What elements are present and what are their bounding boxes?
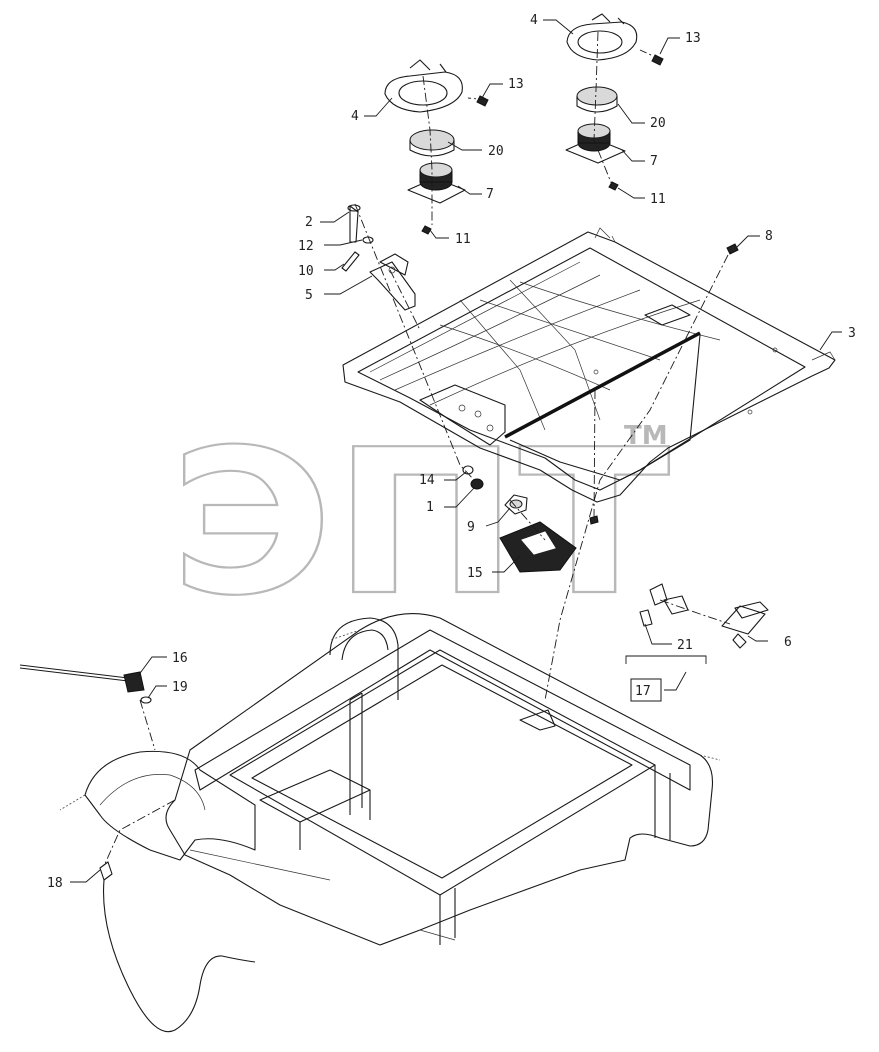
speaker-group-left: [384, 59, 489, 235]
callout-17: 17: [635, 684, 651, 699]
callout-5: 5: [305, 288, 313, 303]
antenna-and-cable: [19, 664, 256, 1033]
callout-15: 15: [467, 566, 483, 581]
callout-11: 11: [650, 192, 666, 207]
speaker-group-right: [565, 13, 664, 191]
callout-11: 11: [455, 232, 471, 247]
callout-20: 20: [650, 116, 666, 131]
callout-14: 14: [419, 473, 435, 488]
callout-2: 2: [305, 215, 313, 230]
callout-10: 10: [298, 264, 314, 279]
watermark-trademark: TM: [624, 421, 668, 451]
callout-4: 4: [530, 13, 538, 28]
leader-lines: [70, 19, 842, 883]
latch-parts: [639, 583, 769, 649]
callout-9: 9: [467, 520, 475, 535]
callout-6: 6: [784, 635, 792, 650]
callout-1: 1: [426, 500, 434, 515]
cab-frame: [59, 613, 721, 946]
callout-13: 13: [685, 31, 701, 46]
callout-3: 3: [848, 326, 856, 341]
callout-labels: 4 13 20 7 11 4 13 20 7 11 2 12 10 5 8 3 …: [47, 13, 856, 891]
callout-4: 4: [351, 109, 359, 124]
callout-7: 7: [650, 154, 658, 169]
callout-21: 21: [677, 638, 693, 653]
callout-20: 20: [488, 144, 504, 159]
callout-8: 8: [765, 229, 773, 244]
callout-18: 18: [47, 876, 63, 891]
callout-16: 16: [172, 651, 188, 666]
bracket-assembly: [341, 204, 416, 311]
callout-12: 12: [298, 239, 314, 254]
callout-19: 19: [172, 680, 188, 695]
small-parts: [462, 243, 739, 573]
roof-panel: [342, 227, 836, 503]
assembly-center-lines: [103, 31, 731, 867]
watermark: ЭПТ TM: [169, 406, 671, 641]
callout-13: 13: [508, 77, 524, 92]
watermark-text: ЭПТ: [170, 407, 670, 640]
callout-7: 7: [486, 187, 494, 202]
